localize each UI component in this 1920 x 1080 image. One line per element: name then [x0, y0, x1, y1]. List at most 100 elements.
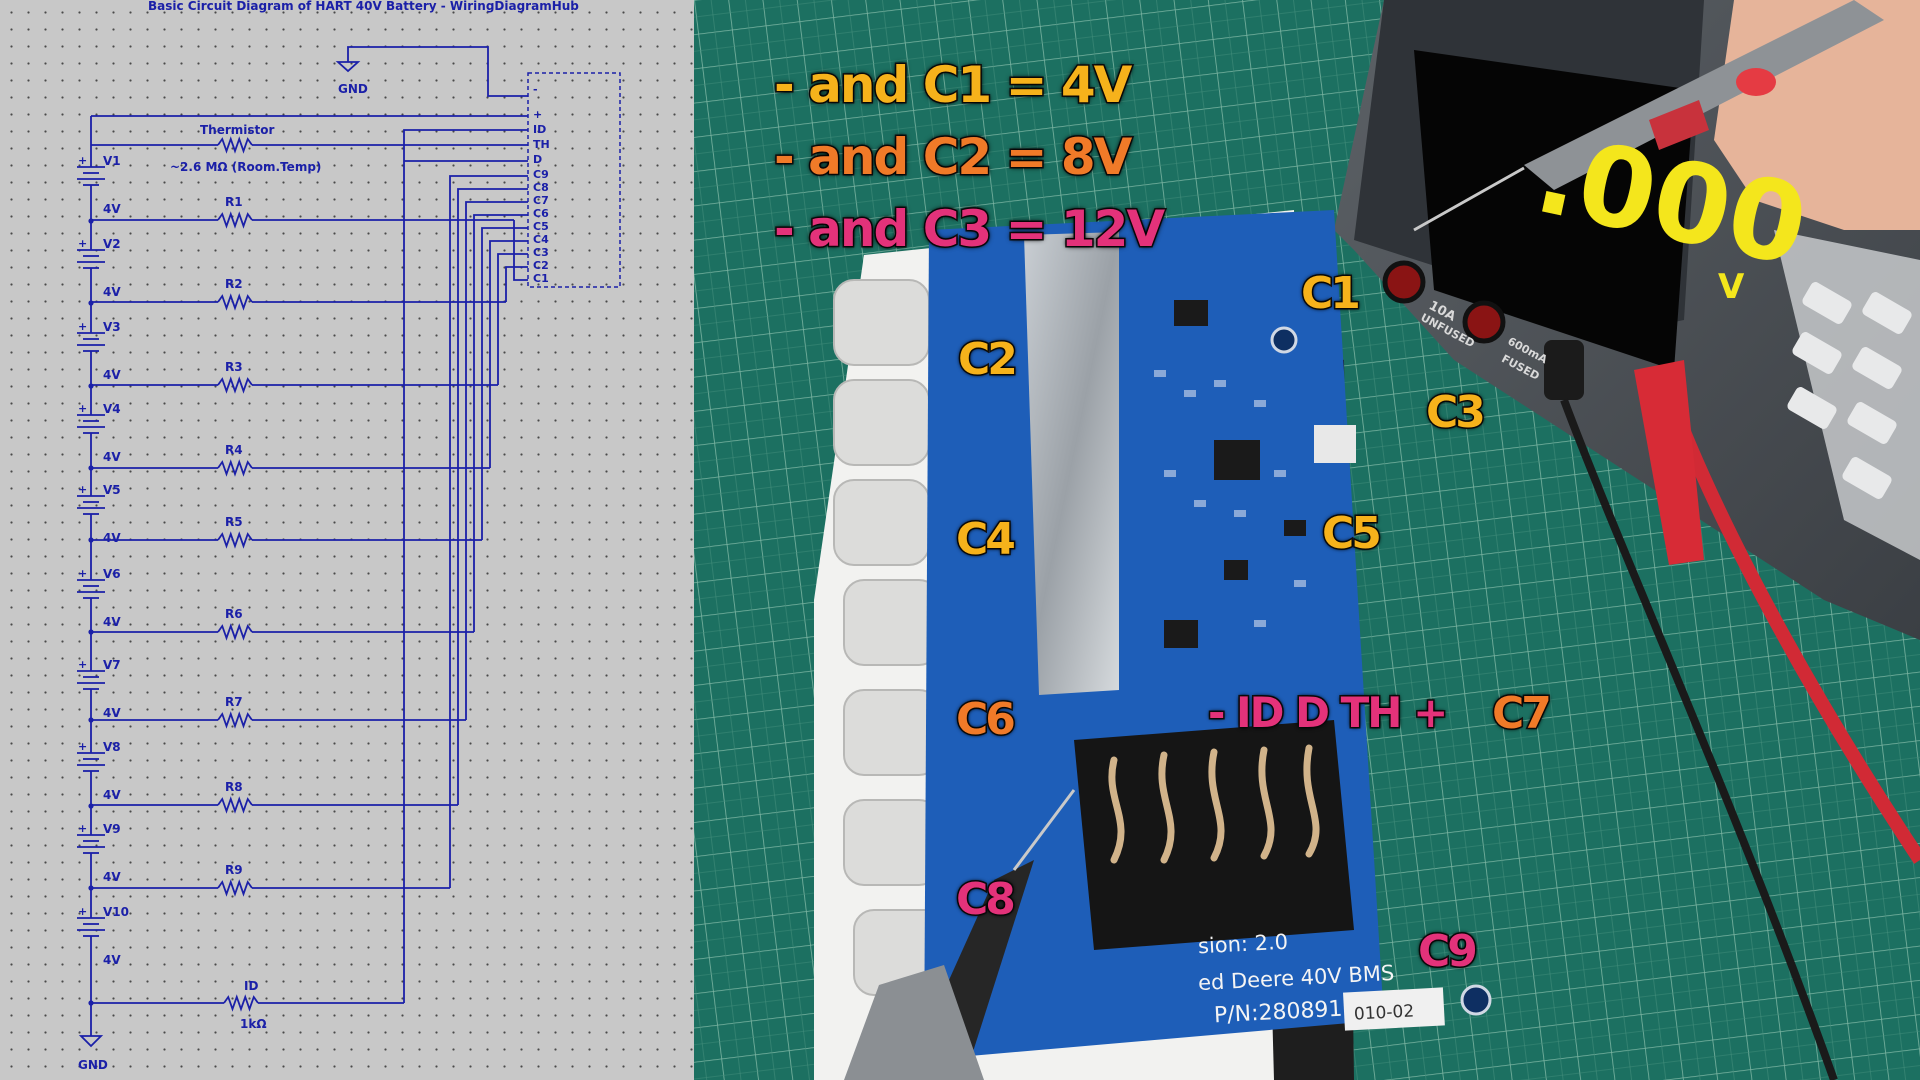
schematic-title: Basic Circuit Diagram of HART 40V Batter…	[148, 0, 579, 13]
id-resistor-label: ID	[244, 979, 259, 993]
cell-4-voltage: 4V	[103, 450, 121, 464]
voltage-equation-1: - and C1 = 4V	[772, 56, 1133, 114]
connector-pin-c7-label: C7	[533, 194, 549, 207]
pcb-mount-hole	[1270, 326, 1298, 354]
c2-bus-wire	[505, 266, 528, 302]
cell-6-voltage: 4V	[103, 615, 121, 629]
cell-8-name: V8	[103, 740, 121, 754]
schematic-panel: Basic Circuit Diagram of HART 40V Batter…	[0, 0, 694, 1080]
connector-pin-c1-label: C1	[533, 272, 549, 285]
photo-panel: .000 V 10A UNFUSED 600mA FUSED sion: 2.0…	[694, 0, 1920, 1080]
resistor-8-body	[217, 796, 253, 814]
resistor-4-label: R4	[225, 443, 243, 457]
c4-bus-wire	[489, 240, 528, 468]
cell-4-plus-sign: +	[78, 402, 88, 415]
connector-pin-th-label: TH	[533, 138, 550, 151]
cell-1-voltage: 4V	[103, 202, 121, 216]
cell-3-plus-sign: +	[78, 320, 88, 333]
voltage-equation-3: - and C3 = 12V	[772, 200, 1166, 258]
cell-5-voltage: 4V	[103, 531, 121, 545]
cell-7-voltage: 4V	[103, 706, 121, 720]
pack-connector	[1074, 720, 1354, 950]
cell-6-name: V6	[103, 567, 121, 581]
cell-6-node	[88, 629, 94, 635]
red-plug	[1634, 360, 1704, 565]
pcb-mount-hole-2	[1460, 984, 1492, 1016]
cell-9-name: V9	[103, 822, 121, 836]
voltage-equation-2: - and C2 = 8V	[772, 128, 1133, 186]
bms-photo-scene	[694, 0, 1920, 1080]
cell-1-plus-sign: +	[78, 154, 88, 167]
resistor-3-body	[217, 376, 253, 394]
resistor-9-body	[217, 879, 253, 897]
cell-10-node	[88, 1000, 94, 1006]
cell-tap-label-c7: C7	[1491, 688, 1554, 739]
board-version: sion: 2.0	[1197, 929, 1289, 959]
schematic-wires	[90, 46, 528, 1036]
c5-bus-wire	[481, 227, 528, 540]
cell-9-voltage: 4V	[103, 870, 121, 884]
thermistor-value: ~2.6 MΩ (Room.Temp)	[170, 160, 322, 174]
connector-pin-id-label: ID	[533, 123, 547, 136]
resistor-7-body	[217, 711, 253, 729]
ground-to-minus-wire	[347, 46, 528, 97]
connector-pin-c9-label: C9	[533, 168, 549, 181]
cell-tap-label-c5: C5	[1321, 508, 1384, 559]
cell-3-voltage: 4V	[103, 368, 121, 382]
cell-9-node	[88, 885, 94, 891]
resistor-7-label: R7	[225, 695, 243, 709]
schematic-drawing	[77, 46, 621, 1048]
probe-grip-bottom	[844, 965, 984, 1080]
connector-pin-c3-label: C3	[533, 246, 549, 259]
battery-pack	[814, 210, 1492, 1080]
connector-pin-c2-label: C2	[533, 259, 549, 272]
jack-10a	[1382, 260, 1426, 304]
ground-symbol-top	[335, 61, 361, 73]
cell-tap-label-c3: C3	[1425, 387, 1488, 438]
id-resistor-value: 1kΩ	[240, 1017, 267, 1031]
cell-4-name: V4	[103, 402, 121, 416]
multimeter	[1334, 0, 1920, 640]
cell-1-node	[88, 218, 94, 224]
connector-pin-d-label: D	[533, 153, 543, 166]
cell-tap-label-c8: C8	[955, 874, 1018, 925]
resistor-1-label: R1	[225, 195, 243, 209]
connector-pin-c4-label: C4	[533, 233, 549, 246]
gnd-bottom-label: GND	[78, 1058, 108, 1072]
connector-terminals	[1108, 744, 1320, 864]
cell-7-node	[88, 717, 94, 723]
resistor-4-body	[217, 459, 253, 477]
multimeter-keys	[1787, 282, 1912, 499]
id-resistor-body	[223, 994, 259, 1012]
thermistor-body	[217, 136, 253, 154]
cell-2-node	[88, 300, 94, 306]
resistor-3-label: R3	[225, 360, 243, 374]
pcb-components	[1154, 300, 1356, 648]
connector-pin-c5-label: C5	[533, 220, 549, 233]
cell-4-node	[88, 465, 94, 471]
pcb-shield	[1024, 232, 1119, 695]
cell-1-name: V1	[103, 154, 121, 168]
cell-tap-label-c9: C9	[1417, 926, 1480, 977]
black-probe	[844, 789, 1076, 1080]
resistor-6-body	[217, 623, 253, 641]
resistor-6-label: R6	[225, 607, 243, 621]
cell-8-plus-sign: +	[78, 740, 88, 753]
batch-sticker	[1343, 987, 1445, 1031]
connector-pin-c8-label: C8	[533, 181, 549, 194]
cell-3-node	[88, 383, 94, 389]
jack-600ma	[1462, 300, 1506, 344]
connector-pin-plus-label: +	[533, 108, 543, 121]
cell-10-voltage: 4V	[103, 953, 121, 967]
cell-10-plus-sign: +	[78, 905, 88, 918]
black-lead	[1560, 398, 1838, 1080]
cell-2-voltage: 4V	[103, 285, 121, 299]
connector-pin-labels: - ID D TH +	[1206, 688, 1449, 737]
probe-grip-top	[1649, 100, 1709, 150]
cell-2-name: V2	[103, 237, 121, 251]
probe-handle-top	[1524, 0, 1884, 190]
id-pin-wire	[403, 129, 528, 1003]
resistor-9-label: R9	[225, 863, 243, 877]
meter-unit: V	[1718, 267, 1745, 307]
